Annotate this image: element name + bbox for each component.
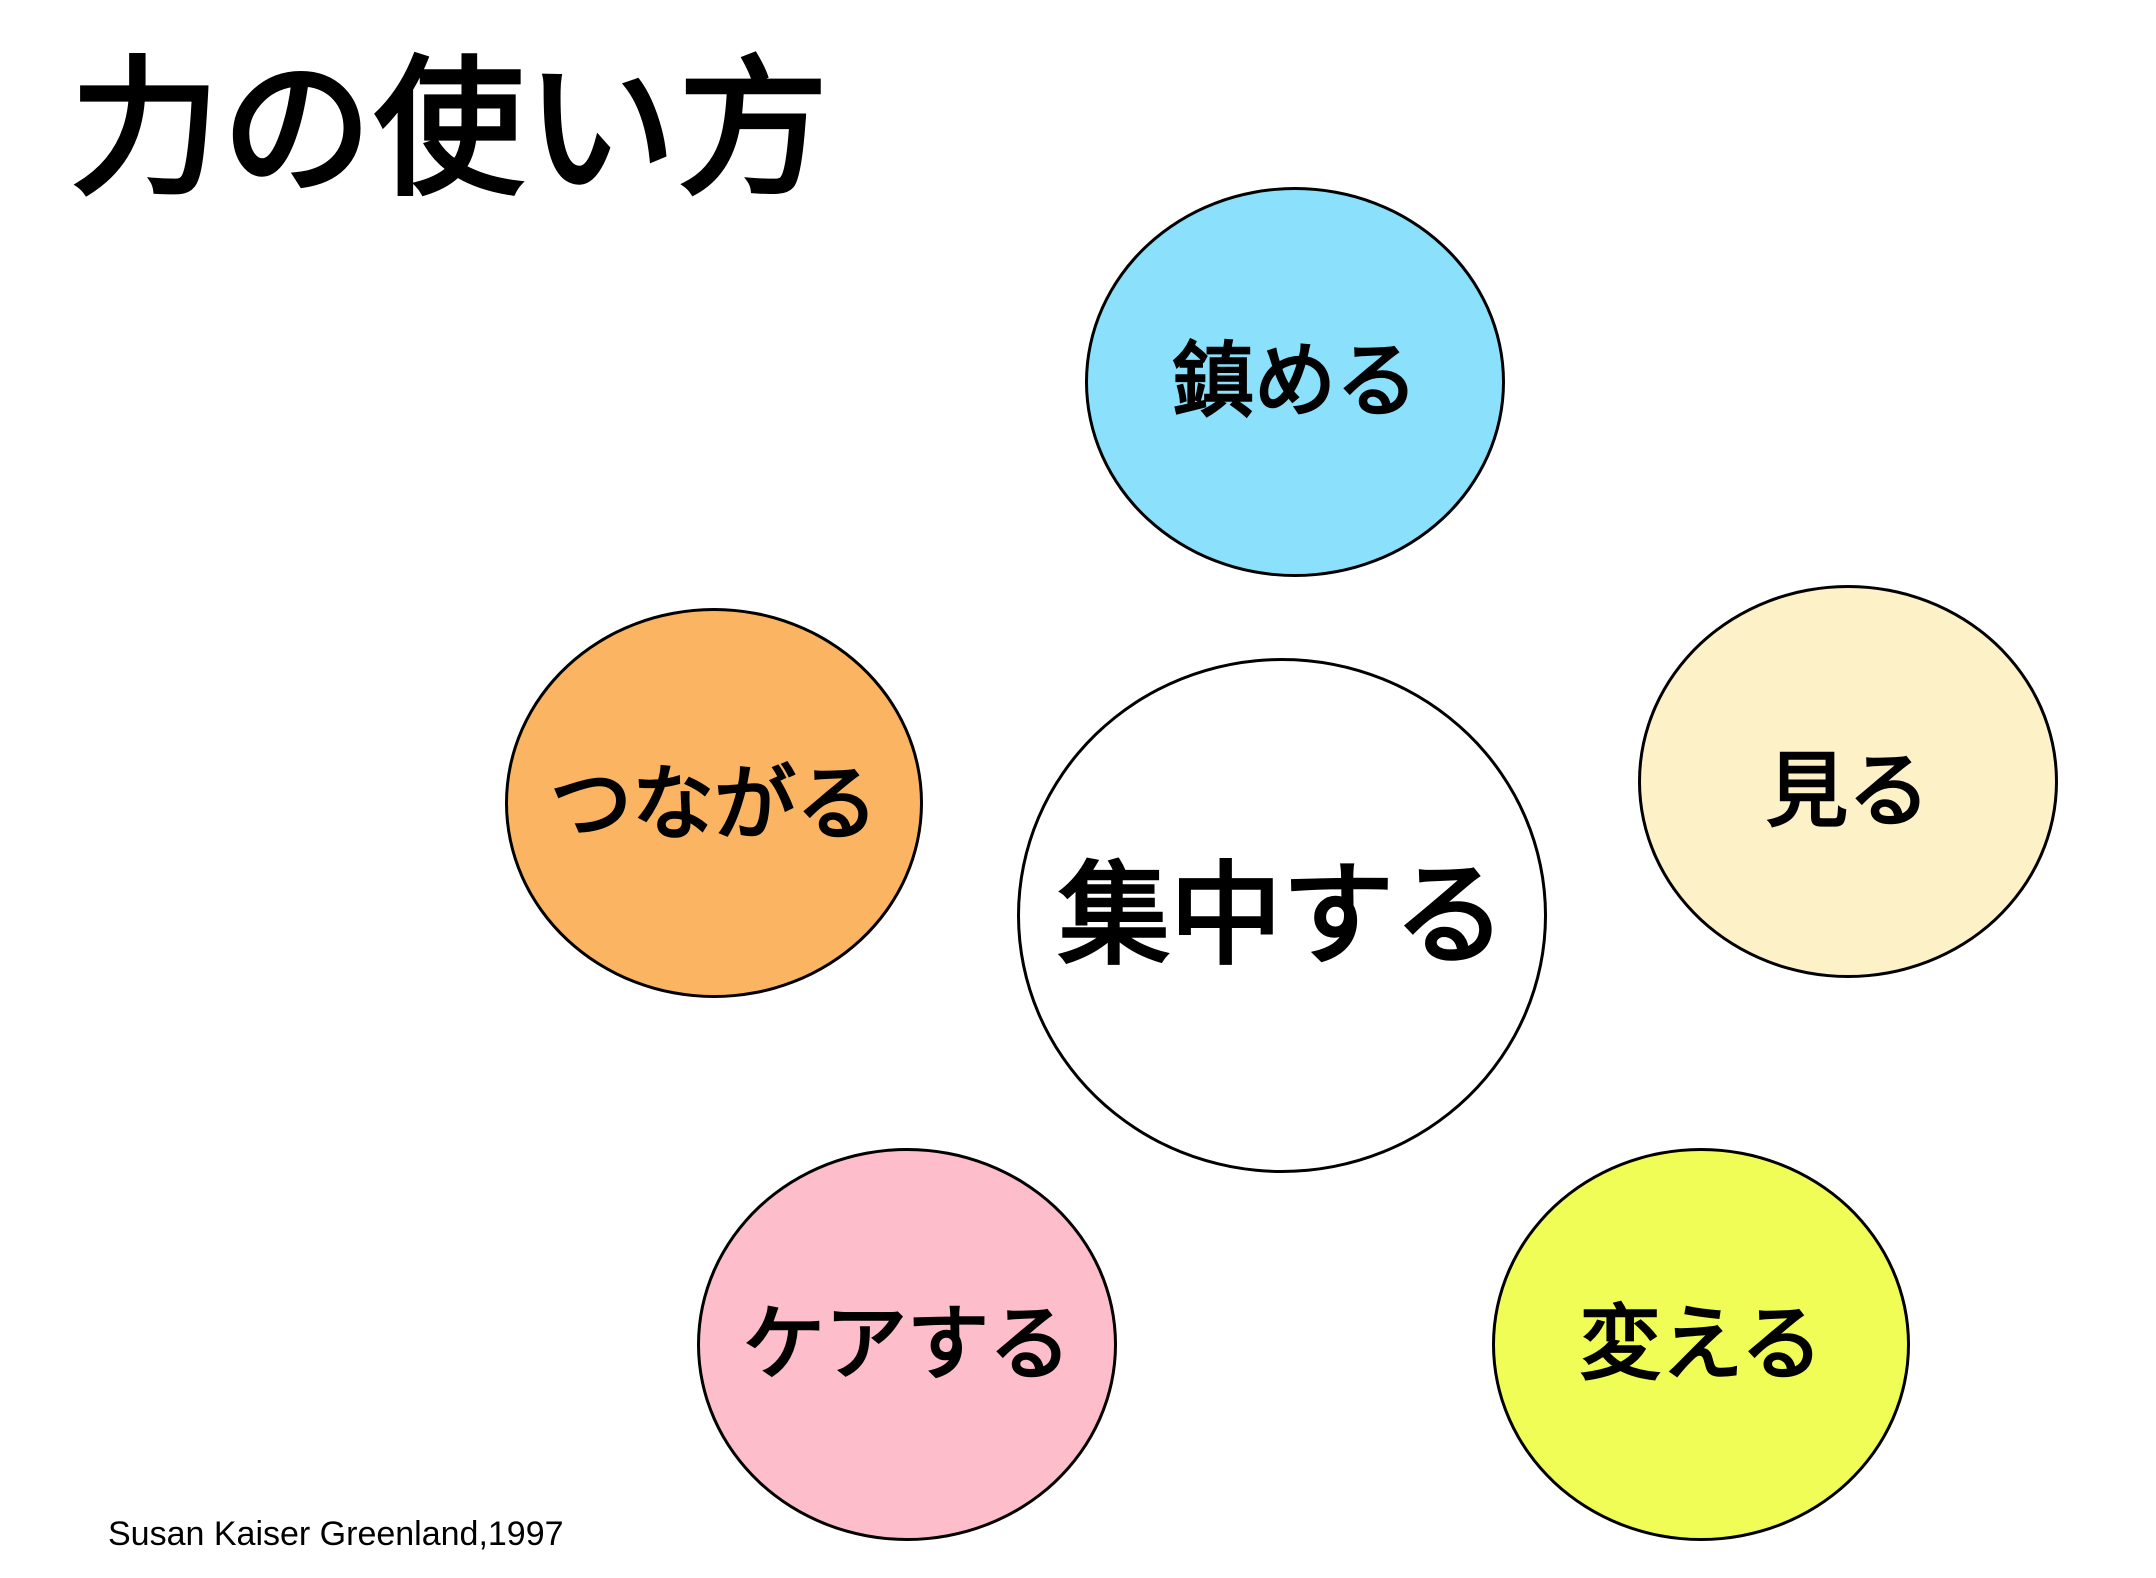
bubble-connect-label: つながる [549, 757, 878, 852]
bubble-see: 見る [1638, 585, 2058, 978]
bubble-focus: 集中する [1017, 658, 1547, 1173]
slide-title: 力の使い方 [70, 43, 831, 217]
bubble-care: ケアする [697, 1148, 1117, 1541]
bubble-calm-label: 鎮める [1171, 334, 1418, 429]
bubble-connect: つながる [505, 608, 923, 998]
bubble-focus-label: 集中する [1058, 850, 1506, 981]
bubble-change: 変える [1492, 1148, 1910, 1541]
source-credit: Susan Kaiser Greenland,1997 [108, 1515, 564, 1553]
bubble-change-label: 変える [1579, 1296, 1823, 1392]
bubble-care-label: ケアする [742, 1296, 1071, 1392]
bubble-calm: 鎮める [1085, 187, 1505, 577]
bubble-see-label: 見る [1765, 743, 1930, 839]
